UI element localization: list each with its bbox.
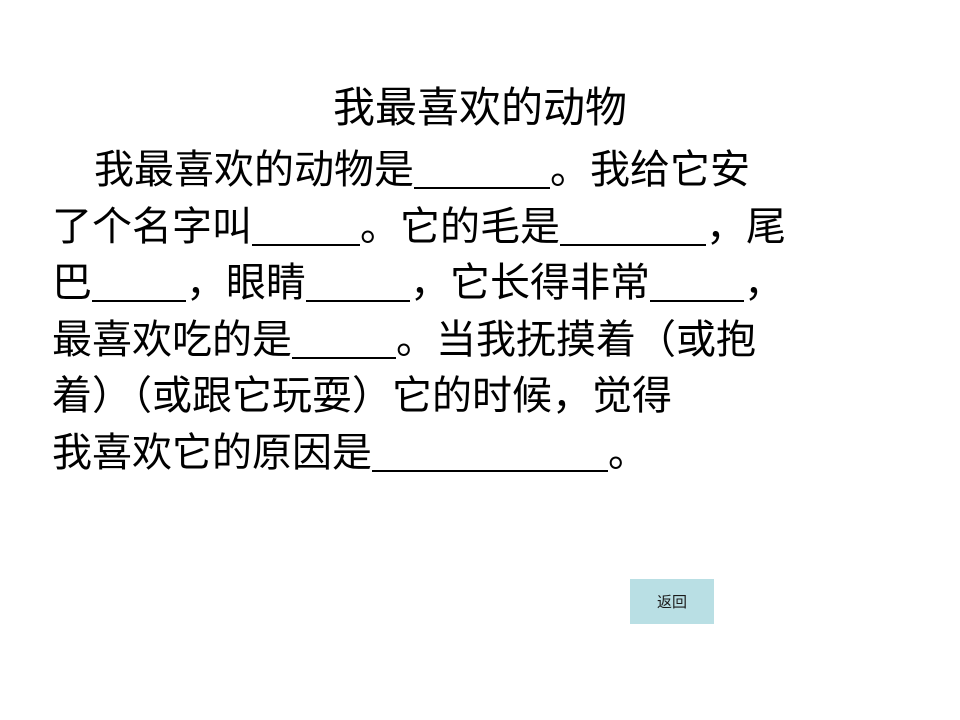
line2-text-b: 。它的毛是 bbox=[360, 203, 560, 250]
line1-text-b: 。我给它安 bbox=[550, 147, 750, 193]
blank-tail[interactable] bbox=[92, 260, 186, 303]
line4-text-a: 最喜欢吃的是 bbox=[52, 316, 292, 363]
blank-eyes[interactable] bbox=[306, 260, 410, 303]
paragraph-line-2: 了个名字叫 。它的毛是 ，尾 bbox=[52, 199, 892, 256]
paragraph-line-4: 最喜欢吃的是 。当我抚摸着（或抱 bbox=[52, 312, 892, 369]
line1-text-a: 我最喜欢的动物是 bbox=[94, 147, 414, 193]
fill-in-paragraph: 我最喜欢的动物是 。我给它安 了个名字叫 。它的毛是 ，尾 巴 ，眼睛 ，它长得非常 ， 最… bbox=[52, 142, 892, 482]
paragraph-line-6: 我喜欢它的原因是 。 bbox=[52, 425, 892, 482]
line3-text-d: ， bbox=[744, 260, 784, 307]
line6-text-b: 。 bbox=[608, 429, 648, 476]
line5-text-a: 着）（或跟它玩耍）它的时候，觉得 bbox=[52, 373, 672, 420]
blank-fur[interactable] bbox=[560, 204, 706, 246]
return-button[interactable]: 返回 bbox=[630, 579, 714, 624]
blank-favorite-animal[interactable] bbox=[414, 147, 550, 189]
line3-text-a: 巴 bbox=[52, 260, 92, 307]
blank-reason[interactable] bbox=[372, 430, 608, 472]
page-title: 我最喜欢的动物 bbox=[332, 83, 627, 133]
paragraph-line-5: 着）（或跟它玩耍）它的时候，觉得 bbox=[52, 368, 892, 425]
paragraph-line-3: 巴 ，眼睛 ，它长得非常 ， bbox=[52, 255, 892, 312]
line4-text-b: 。当我抚摸着（或抱 bbox=[396, 316, 756, 363]
line3-text-b: ，眼睛 bbox=[186, 260, 306, 307]
blank-animal-name[interactable] bbox=[252, 204, 360, 246]
line6-text-a: 我喜欢它的原因是 bbox=[52, 429, 372, 476]
paragraph-line-1: 我最喜欢的动物是 。我给它安 bbox=[52, 142, 892, 199]
line2-text-c: ，尾 bbox=[706, 203, 786, 250]
blank-favorite-food[interactable] bbox=[292, 317, 396, 359]
line2-text-a: 了个名字叫 bbox=[52, 203, 252, 250]
line3-text-c: ，它长得非常 bbox=[410, 260, 650, 307]
blank-appearance[interactable] bbox=[650, 260, 744, 303]
